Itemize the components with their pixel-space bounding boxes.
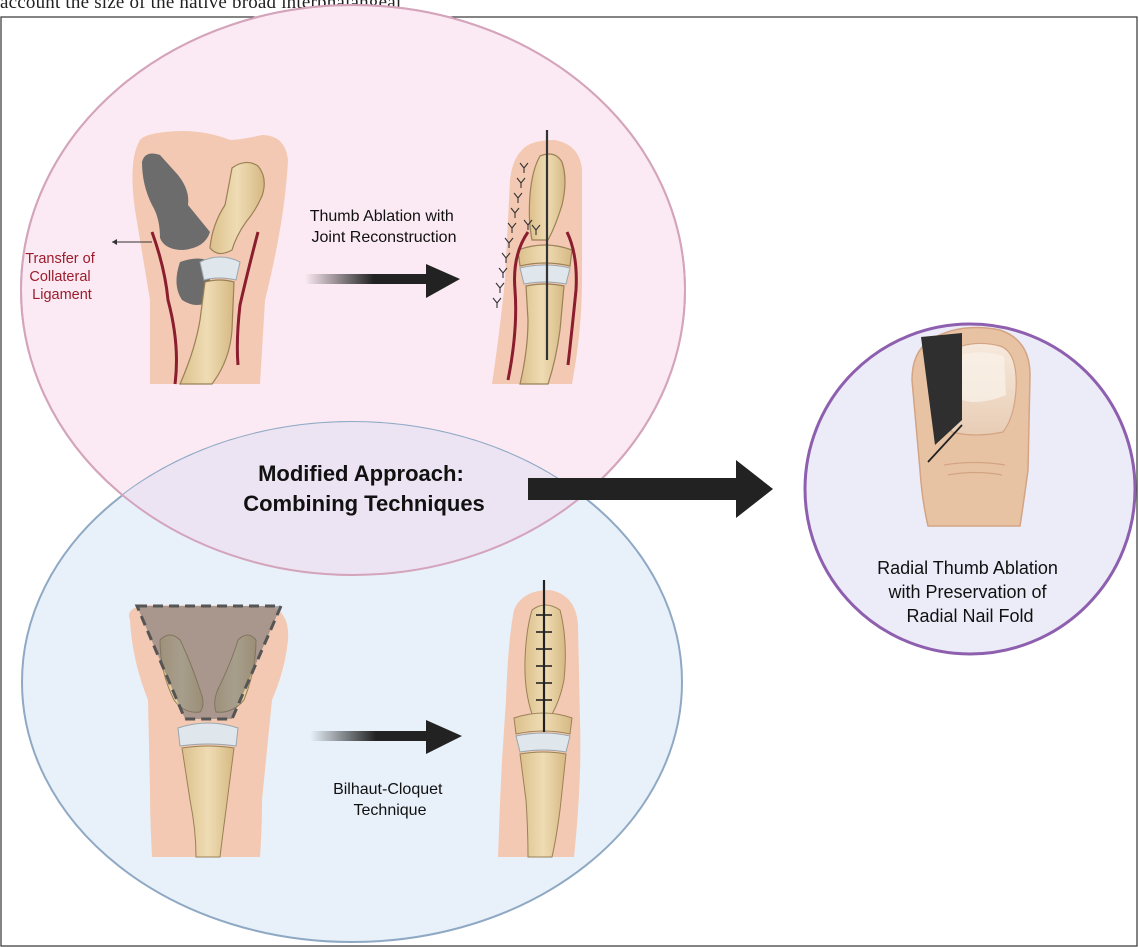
collateral-ligament-label: Transfer of Collateral Ligament — [25, 251, 99, 303]
result-thumb-illustration — [912, 328, 1030, 526]
